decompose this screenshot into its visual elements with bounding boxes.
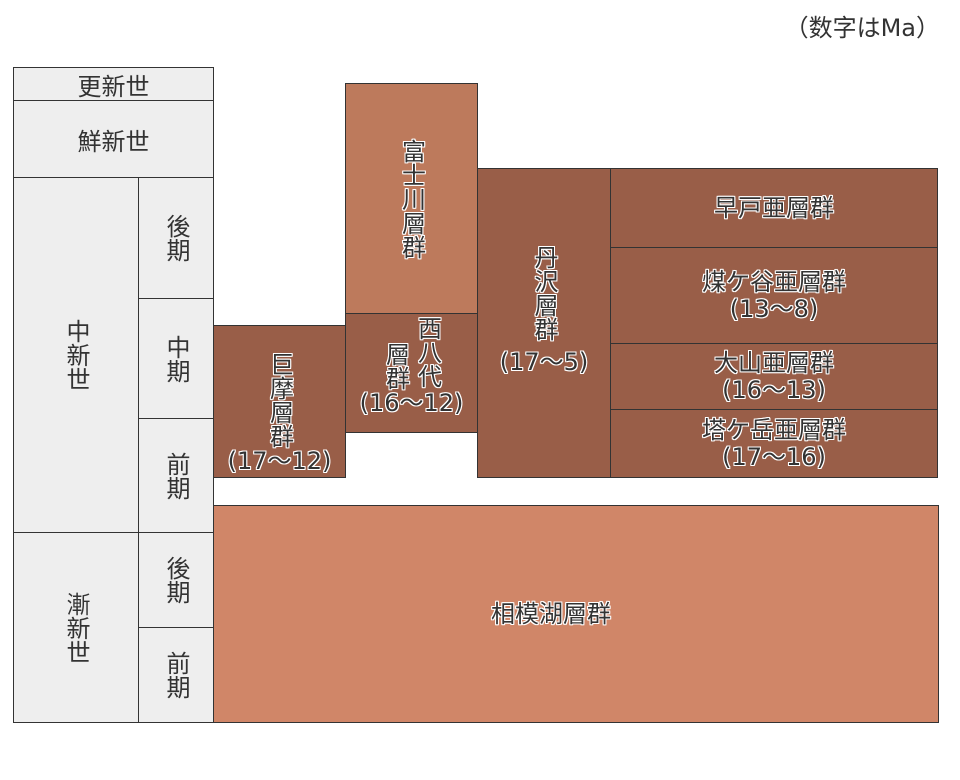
group-koma: 巨摩層群 (17〜12) — [213, 325, 346, 478]
group-name: 早戸亜層群 — [714, 193, 834, 222]
group-name: 塔ケ岳亜層群 — [702, 415, 846, 444]
group-name: 丹沢層群 — [530, 245, 558, 341]
subdivision-label: 後期 — [162, 556, 190, 604]
subdivision-miocene-late: 後期 — [138, 177, 214, 299]
subdivision-miocene-early: 前期 — [138, 418, 214, 533]
epoch-pliocene: 鮮新世 — [13, 100, 214, 178]
subdivision-label: 中期 — [162, 334, 190, 383]
subgroup-tokugadani: 煤ケ谷亜層群 (13〜8) — [610, 247, 938, 344]
group-nishiyatsushiro: 西八代 層群 (16〜12) — [345, 313, 478, 433]
epoch-miocene: 中新世 — [13, 177, 139, 533]
epoch-label: 中新世 — [62, 319, 90, 391]
subgroup-tonogatake: 塔ケ岳亜層群 (17〜16) — [610, 409, 938, 478]
group-name: 富士川層群 — [397, 138, 426, 259]
group-tanzawa: 丹沢層群 (17〜5) — [477, 168, 611, 478]
group-age: (16〜13) — [722, 375, 826, 404]
units-note: （数字はMa） — [784, 14, 940, 42]
group-name: 層群 — [381, 342, 410, 390]
epoch-oligocene: 漸新世 — [13, 532, 139, 723]
group-age: (13〜8) — [729, 294, 819, 323]
group-age: (17〜12) — [227, 447, 332, 475]
subdivision-oligocene-late: 後期 — [138, 532, 214, 628]
group-name: 西八代 — [413, 316, 442, 388]
group-name: 大山亜層群 — [714, 348, 834, 377]
group-age: (17〜5) — [499, 348, 589, 376]
subdivision-label: 後期 — [162, 214, 190, 262]
subgroup-oyama: 大山亜層群 (16〜13) — [610, 343, 938, 410]
group-age: (16〜12) — [359, 389, 464, 417]
subdivision-label: 前期 — [162, 451, 190, 500]
epoch-label: 漸新世 — [62, 591, 90, 664]
group-name: 巨摩層群 — [265, 352, 294, 448]
group-sagamiko: 相模湖層群 — [213, 505, 939, 723]
group-age: (17〜16) — [722, 442, 826, 471]
subdivision-label: 前期 — [162, 651, 190, 699]
subdivision-oligocene-early: 前期 — [138, 627, 214, 723]
subgroup-hayato: 早戸亜層群 — [610, 168, 938, 248]
subdivision-miocene-middle: 中期 — [138, 298, 214, 419]
group-name: 煤ケ谷亜層群 — [702, 267, 846, 296]
group-fujikawa: 富士川層群 — [345, 83, 478, 314]
group-name: 相模湖層群 — [491, 599, 611, 628]
epoch-pleistocene: 更新世 — [13, 67, 214, 101]
